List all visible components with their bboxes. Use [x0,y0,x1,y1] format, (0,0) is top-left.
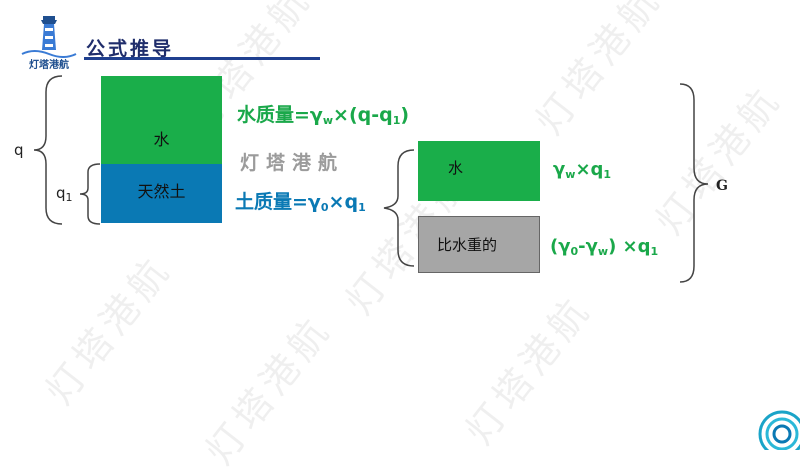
water-block: 水 [101,76,222,164]
q1-brace [79,163,101,225]
natural-soil-block: 天然土 [101,164,222,223]
g-brace [679,83,709,283]
water-part-block: 水 [418,141,540,201]
soil-mass-formula: 土质量=γ0×q1 [235,191,366,214]
water-mass-formula: 水质量=γw×(q-q1) [237,104,410,127]
center-watermark-text: 灯塔港航 [240,152,345,174]
excess-weight-formula: (γ0-γw) ×q1 [550,236,659,258]
heavier-than-water-block: 比水重的 [418,216,540,273]
title-underline [84,57,320,60]
split-brace [383,149,415,267]
page-title: 公式推导 [86,38,175,60]
braces-diagram [33,75,709,283]
q-brace [33,75,63,225]
heavier-than-water-label: 比水重的 [437,236,498,254]
water-part-label: 水 [448,159,464,177]
q1-label: q1 [56,184,73,204]
g-label: G [716,178,728,194]
lighthouse-logo-icon [18,10,80,74]
water-block-label: 水 [153,130,170,149]
water-weight-formula: γw×q1 [553,159,612,181]
logo-text: 灯塔港航 [29,60,69,71]
q-label: q [14,141,24,159]
natural-soil-label: 天然土 [137,182,186,201]
swirl-logo-icon [752,402,800,458]
